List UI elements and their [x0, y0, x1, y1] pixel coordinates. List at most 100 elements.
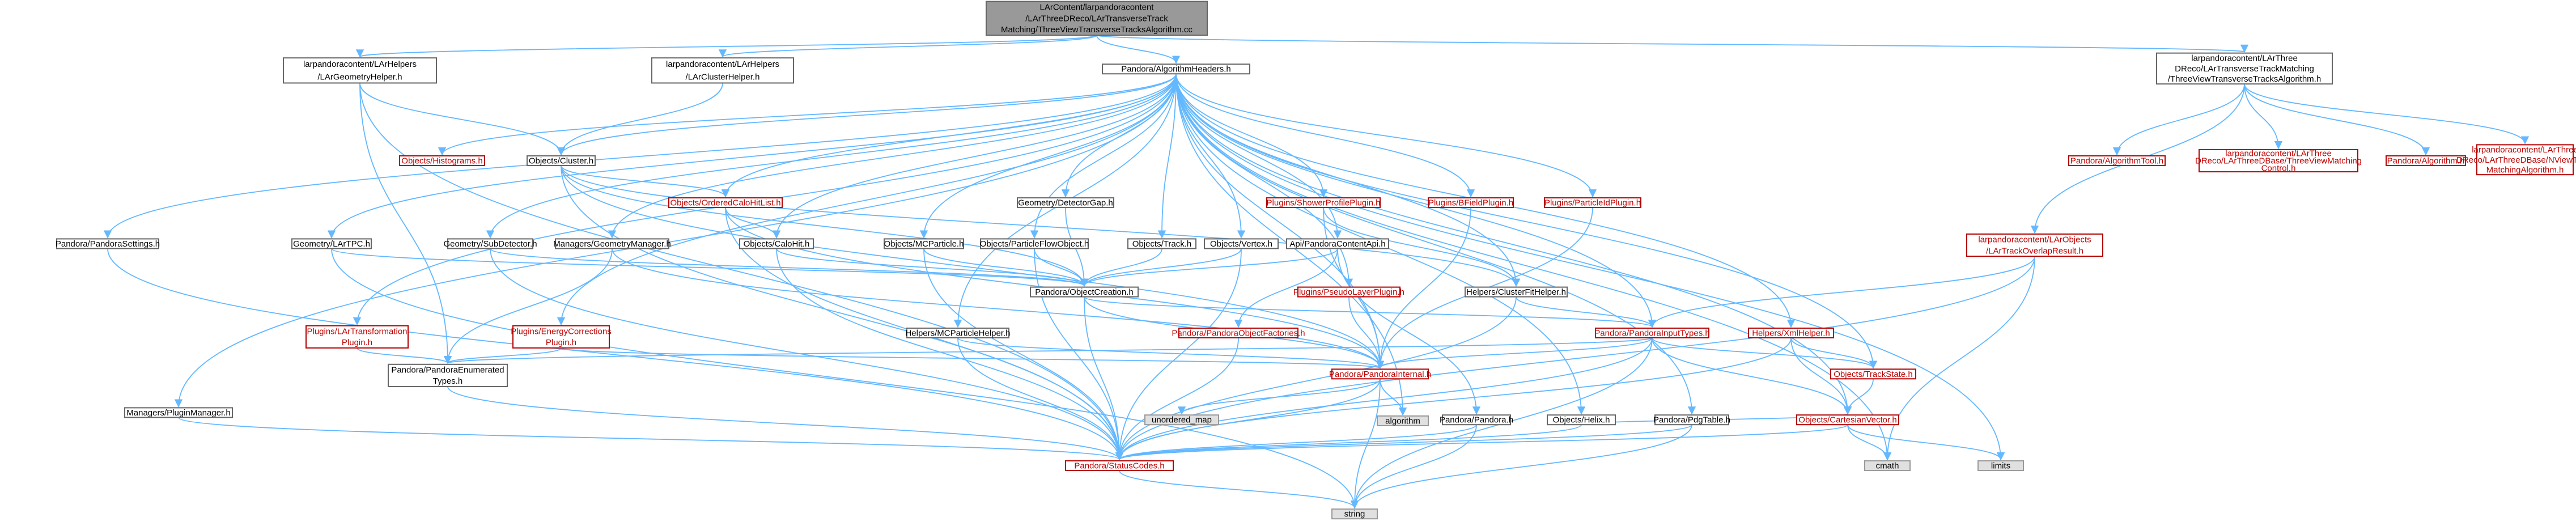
- edge-mcparticle_helper-to-status_codes: [957, 337, 1124, 461]
- node-algorithm-std[interactable]: algorithm: [1377, 415, 1429, 426]
- node-alg-tool[interactable]: Pandora/AlgorithmTool.h: [2068, 155, 2166, 167]
- edge-alg_headers-to-particle_id: [1175, 74, 1597, 198]
- node-box: [305, 325, 409, 349]
- edge-plugin_manager-to-status_codes: [178, 417, 1123, 461]
- edge-mcparticle_helper-to-pandora_internal: [957, 337, 1384, 369]
- node-lartpc[interactable]: Geometry/LArTPC.h: [291, 238, 372, 249]
- edge-xml_helper-to-cartesian: [1790, 337, 1852, 415]
- edge-tvtt_alg-to-ntensor: [2244, 83, 2530, 145]
- edge-mcparticle-to-object_creation: [923, 248, 1089, 287]
- node-box: [651, 57, 794, 84]
- edge-alg_headers-to-track: [1157, 74, 1177, 239]
- node-ntensor[interactable]: larpandoracontent/LArThreeDReco/LArThree…: [2456, 144, 2576, 176]
- node-plugin-manager[interactable]: Managers/PluginManager.h: [124, 407, 233, 418]
- node-three-view-matching[interactable]: larpandoracontent/LArThreeDReco/LArThree…: [2195, 149, 2362, 173]
- edge-alg_headers-to-pandora_settings: [103, 74, 1177, 239]
- node-pandora-settings[interactable]: Pandora/PandoraSettings.h: [56, 238, 160, 249]
- node-label: DReco/LArThreeDBase/ThreeViewMatching: [2195, 156, 2362, 166]
- node-label: Geometry/DetectorGap.h: [1018, 198, 1113, 208]
- node-track-state[interactable]: Objects/TrackState.h: [1830, 368, 1916, 380]
- edge-energy_corrections-to-enumerated_types: [444, 347, 562, 364]
- node-xml-helper[interactable]: Helpers/XmlHelper.h: [1748, 327, 1834, 338]
- node-box: [1830, 368, 1916, 380]
- node-limits[interactable]: limits: [1977, 460, 2024, 472]
- edge-alg_headers-to-cmath: [1175, 74, 1892, 461]
- node-alg-headers[interactable]: Pandora/AlgorithmHeaders.h: [1102, 63, 1250, 75]
- node-cluster-fit[interactable]: Helpers/ClusterFitHelper.h: [1465, 286, 1568, 298]
- node-tvtt-alg[interactable]: larpandoracontent/LArThreeDReco/LArTrans…: [2156, 52, 2333, 85]
- node-box: [1178, 327, 1298, 338]
- node-ordered-calohit[interactable]: Objects/OrderedCaloHitList.h: [668, 197, 783, 209]
- node-label: Pandora/PandoraSettings.h: [56, 239, 160, 249]
- edge-mcparticle-to-status_codes: [923, 248, 1124, 461]
- node-detector-gap[interactable]: Geometry/DetectorGap.h: [1017, 197, 1114, 209]
- edge-ordered_calohit-to-calohit: [725, 207, 781, 239]
- node-cluster-helper[interactable]: larpandoracontent/LArHelpers/LArClusterH…: [651, 57, 794, 84]
- node-geometry-manager[interactable]: Managers/GeometryManager.h: [553, 238, 671, 249]
- node-box: [2199, 149, 2358, 173]
- node-object-creation[interactable]: Pandora/ObjectCreation.h: [1030, 286, 1139, 298]
- node-box: [1297, 286, 1401, 298]
- nodes-layer: LArContent/larpandoracontent/LArThreeDRe…: [56, 1, 2576, 520]
- node-vertex[interactable]: Objects/Vertex.h: [1204, 238, 1279, 249]
- node-label: larpandoracontent/LArThree: [2225, 149, 2332, 158]
- node-string[interactable]: string: [1331, 508, 1378, 520]
- node-label: Pandora/Pandora.h: [1440, 415, 1513, 425]
- node-box: [527, 155, 596, 167]
- node-geom-helper[interactable]: larpandoracontent/LArHelpers/LArGeometry…: [283, 57, 437, 84]
- node-calohit[interactable]: Objects/CaloHit.h: [739, 238, 814, 249]
- edge-alg_headers-to-bfield: [1175, 74, 1475, 198]
- node-label: Pandora/Algorithm.h: [2387, 156, 2465, 166]
- node-obj-cluster[interactable]: Objects/Cluster.h: [527, 155, 596, 167]
- node-track[interactable]: Objects/Track.h: [1127, 238, 1196, 249]
- node-unordered-map[interactable]: unordered_map: [1144, 414, 1219, 426]
- node-histograms[interactable]: Objects/Histograms.h: [399, 155, 485, 167]
- node-pandora-internal[interactable]: Pandora/PandoraInternal.h: [1329, 368, 1431, 380]
- node-label: Plugin.h: [342, 338, 372, 347]
- node-overlap-result[interactable]: larpandoracontent/LArObjects/LArTrackOve…: [1966, 233, 2103, 257]
- node-mcparticle[interactable]: Objects/MCParticle.h: [884, 238, 964, 249]
- node-label: Objects/CartesianVector.h: [1798, 415, 1896, 425]
- edge-sub_detector-to-status_codes: [490, 248, 1124, 461]
- edge-vertex-to-object_creation: [1080, 248, 1242, 287]
- node-pseudo-layer[interactable]: Plugins/PseudoLayerPlugin.h: [1293, 286, 1404, 298]
- edge-helix-to-status_codes: [1115, 424, 1582, 461]
- edge-alg_headers-to-pandora_internal: [1175, 74, 1385, 369]
- node-pandora-h[interactable]: Pandora/Pandora.h: [1440, 414, 1513, 426]
- edge-overlap_result-to-input_types: [1648, 256, 2035, 328]
- node-root[interactable]: LArContent/larpandoracontent/LArThreeDRe…: [986, 1, 1208, 36]
- node-pdg-table[interactable]: Pandora/PdgTable.h: [1653, 414, 1730, 426]
- node-pfo[interactable]: Objects/ParticleFlowObject.h: [980, 238, 1089, 249]
- node-box: [1544, 197, 1641, 209]
- node-algorithm[interactable]: Pandora/Algorithm.h: [2386, 155, 2466, 167]
- node-object-factories[interactable]: Pandora/PandoraObjectFactories.h: [1172, 327, 1305, 338]
- node-label: Objects/OrderedCaloHitList.h: [670, 198, 780, 208]
- node-label: DReco/LArThreeDBase/NViewTrack: [2456, 155, 2576, 165]
- node-helix[interactable]: Objects/Helix.h: [1547, 414, 1616, 426]
- node-shower-profile[interactable]: Plugins/ShowerProfilePlugin.h: [1266, 197, 1381, 209]
- node-cartesian[interactable]: Objects/CartesianVector.h: [1796, 414, 1899, 426]
- node-cmath[interactable]: cmath: [1864, 460, 1911, 472]
- node-label: /LArClusterHelper.h: [686, 72, 760, 82]
- edge-obj_cluster-to-cluster_fit: [561, 166, 1520, 287]
- node-content-api[interactable]: Api/PandoraContentApi.h: [1286, 238, 1389, 249]
- node-mcparticle-helper[interactable]: Helpers/MCParticleHelper.h: [905, 327, 1011, 338]
- node-sub-detector[interactable]: Geometry/SubDetector.h: [443, 238, 537, 249]
- edge-alg_headers-to-energy_corrections: [557, 74, 1177, 326]
- edge-content_api-to-pandora_h: [1337, 248, 1481, 415]
- node-bfield[interactable]: Plugins/BFieldPlugin.h: [1428, 197, 1514, 209]
- edge-tvtt_alg-to-alg_tool: [2112, 84, 2245, 156]
- node-input-types[interactable]: Pandora/PandoraInputTypes.h: [1594, 327, 1710, 338]
- node-box: [1547, 414, 1616, 426]
- node-label: larpandoracontent/LArObjects: [1978, 235, 2091, 245]
- node-label: Objects/Cluster.h: [529, 156, 593, 166]
- node-status-codes[interactable]: Pandora/StatusCodes.h: [1065, 460, 1174, 472]
- node-particle-id[interactable]: Plugins/ParticleIdPlugin.h: [1544, 197, 1641, 209]
- node-box: [1127, 238, 1196, 249]
- node-label: Managers/PluginManager.h: [126, 408, 230, 418]
- node-label: Objects/Vertex.h: [1210, 239, 1272, 249]
- node-box: [884, 238, 964, 249]
